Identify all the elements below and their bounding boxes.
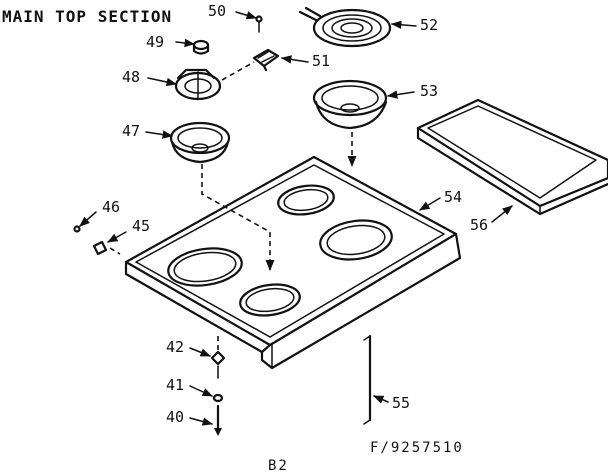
- callout-46: 46: [102, 198, 120, 216]
- callout-40: 40: [166, 408, 184, 426]
- element-bracket: [174, 68, 222, 101]
- washer-41: [212, 393, 224, 403]
- clip: [92, 240, 108, 256]
- page-code: B2: [268, 458, 289, 472]
- burner-opening-rear-left: [277, 184, 335, 216]
- screw-50: [255, 15, 263, 33]
- callout-50: 50: [208, 2, 226, 20]
- cover-panel: [416, 98, 608, 216]
- assembly-lines: [109, 61, 357, 350]
- callout-53: 53: [420, 82, 438, 100]
- drip-pan-large: [312, 79, 388, 130]
- callout-56: 56: [470, 216, 488, 234]
- callout-47: 47: [122, 122, 140, 140]
- burner-opening-rear-right: [319, 219, 393, 261]
- callout-54: 54: [444, 188, 462, 206]
- callout-55: 55: [392, 394, 410, 412]
- callout-42: 42: [166, 338, 184, 356]
- knob: [192, 39, 210, 55]
- drip-pan-small: [169, 121, 231, 164]
- surface-element: [298, 6, 392, 48]
- receptacle: [252, 48, 280, 72]
- callout-45: 45: [132, 217, 150, 235]
- screw-46: [73, 225, 81, 233]
- nut-42: [210, 350, 226, 366]
- cooktop-panel: [124, 155, 462, 370]
- part-number: F/9257510: [370, 440, 464, 456]
- callout-48: 48: [122, 68, 140, 86]
- leader-lines: [79, 11, 513, 426]
- burner-opening-front-right: [239, 283, 301, 317]
- diagram-title: MAIN TOP SECTION: [2, 7, 172, 26]
- trim-strip: [363, 334, 372, 425]
- callout-52: 52: [420, 16, 438, 34]
- callout-49: 49: [146, 33, 164, 51]
- callout-51: 51: [312, 52, 330, 70]
- hardware-stack: [210, 350, 226, 436]
- burner-opening-front-left: [167, 247, 243, 287]
- callout-41: 41: [166, 376, 184, 394]
